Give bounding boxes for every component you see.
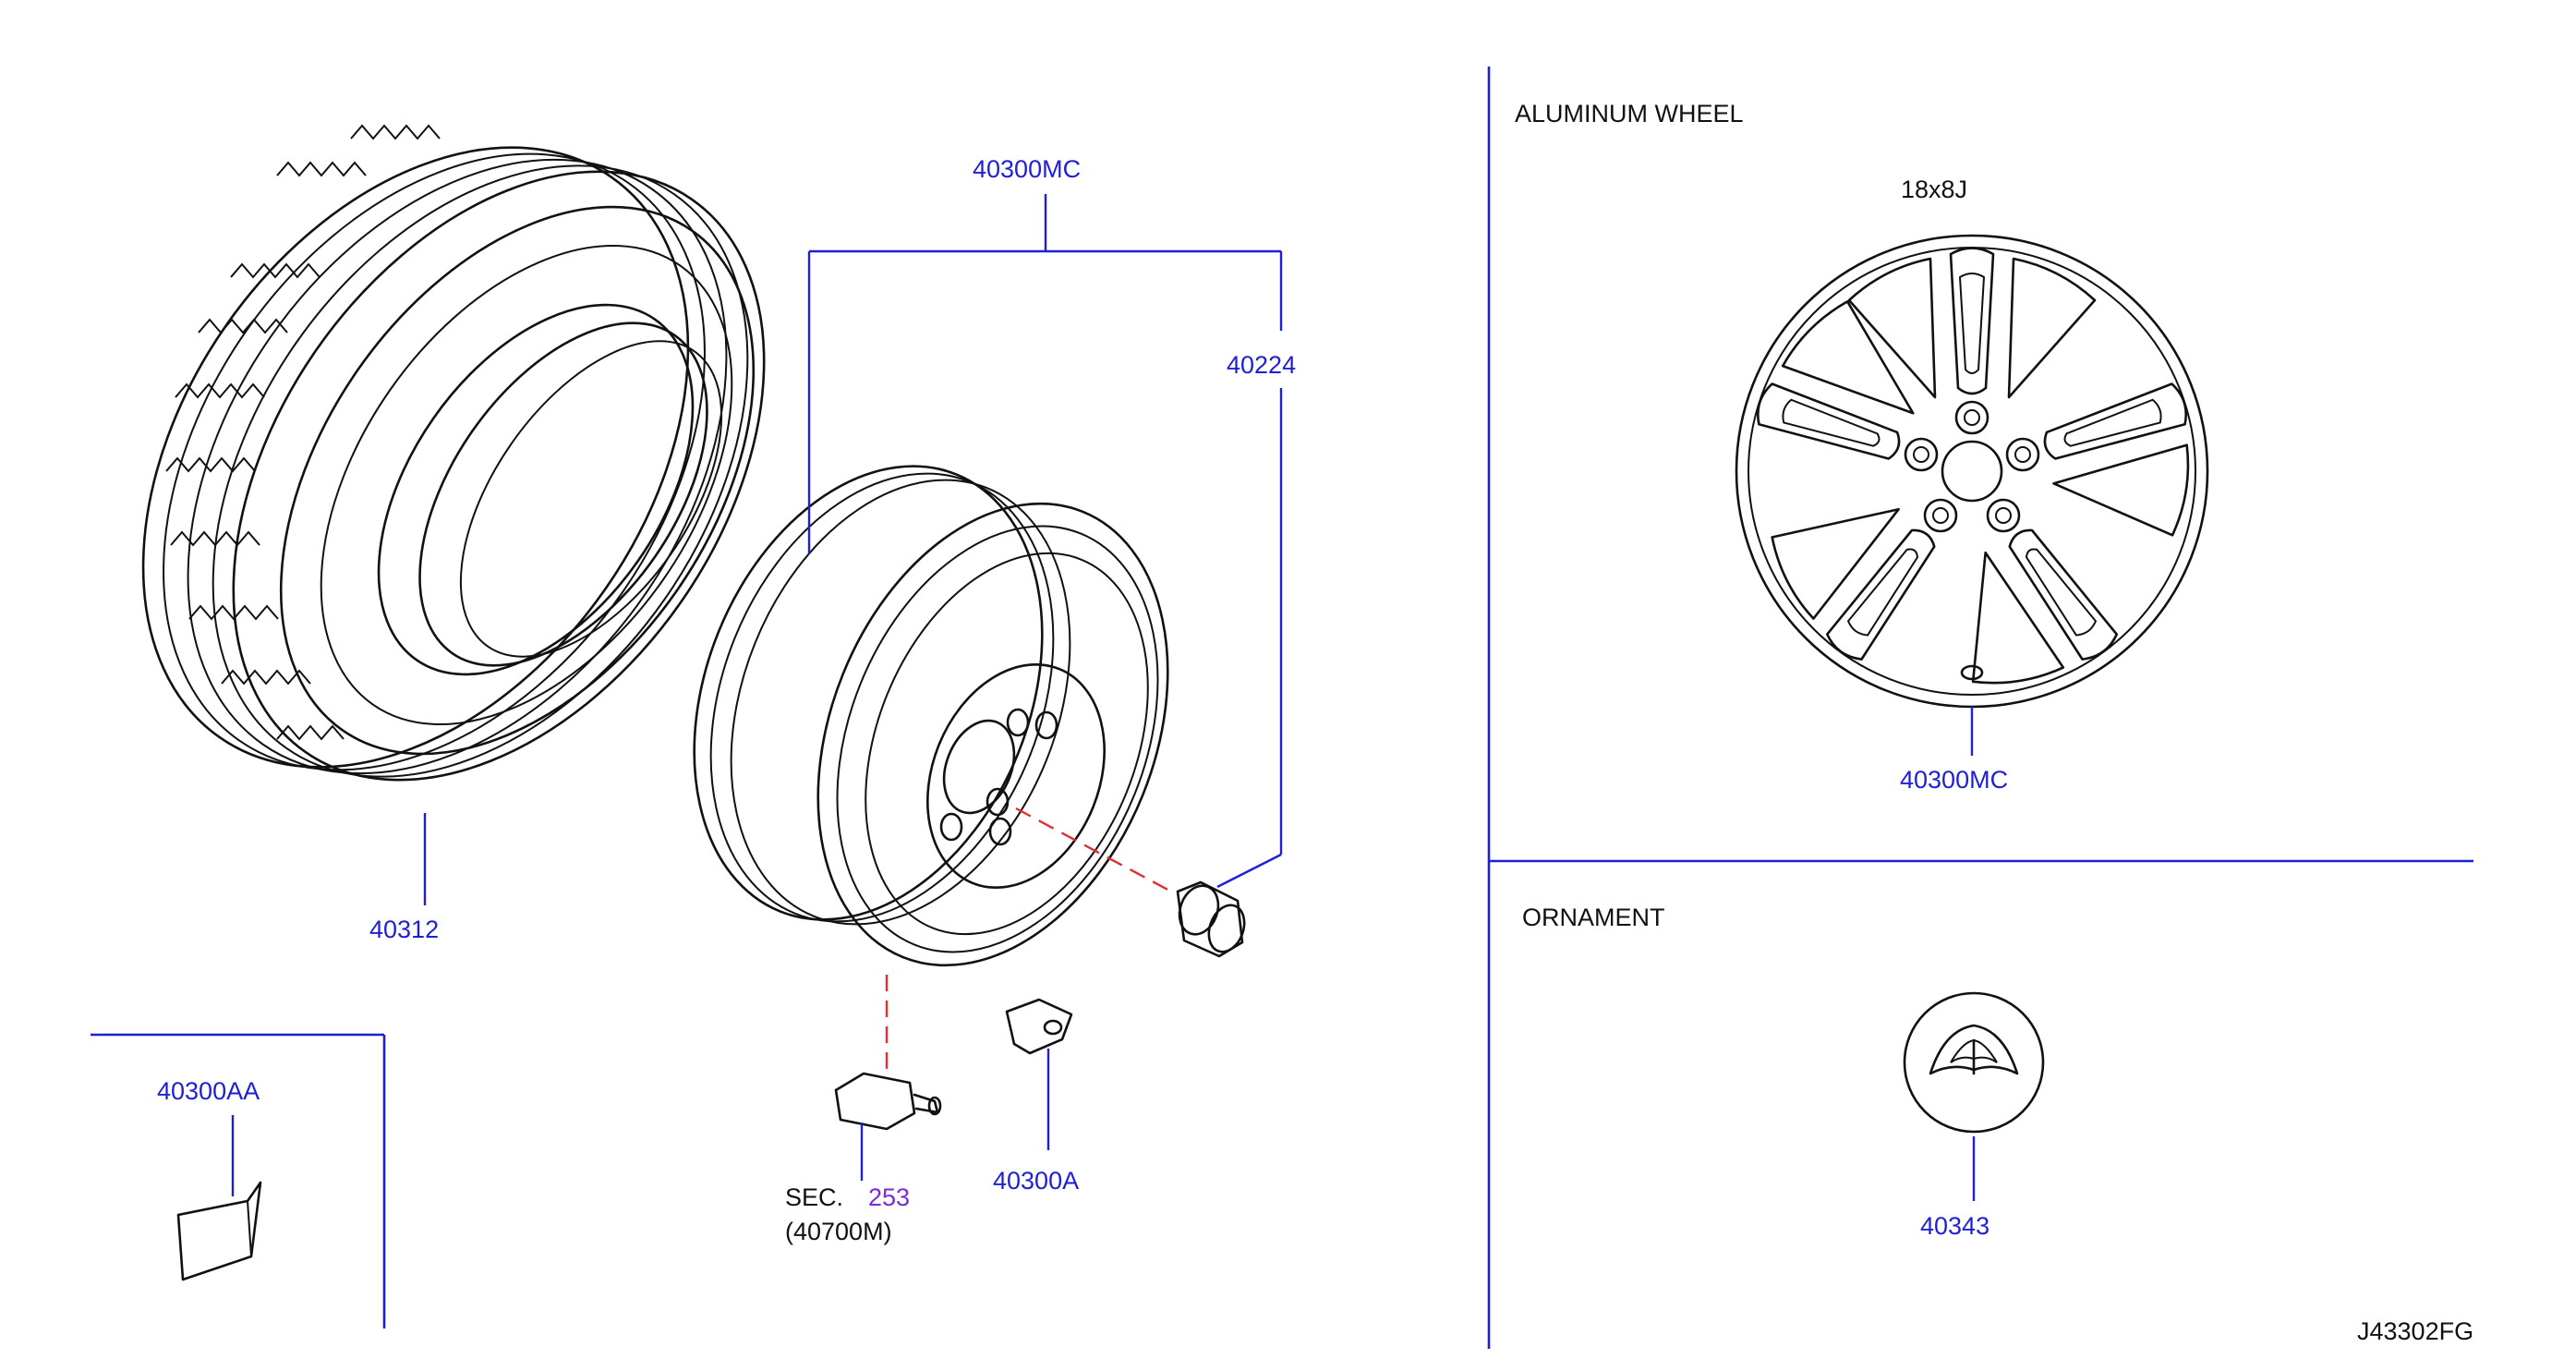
ornament-section-title: ORNAMENT xyxy=(1522,904,1665,931)
drawing-id: J43302FG xyxy=(2357,1317,2473,1345)
tire-part-number[interactable]: 40312 xyxy=(369,916,439,943)
ornament-drawing xyxy=(1903,991,2045,1134)
steel-wheel-drawing xyxy=(693,465,1169,967)
ornament-part-number[interactable]: 40343 xyxy=(1920,1212,1989,1240)
aluminum-wheel-drawing xyxy=(1735,234,2209,709)
tpms-sensor-drawing xyxy=(834,1072,942,1131)
sensor-part-number[interactable]: (40700M) xyxy=(785,1218,892,1245)
aluminum-wheel-part-number[interactable]: 40300MC xyxy=(1900,766,2008,794)
wheel-nut-part-number[interactable]: 40224 xyxy=(1227,351,1296,379)
balance-weight-aa-drawing xyxy=(176,1181,262,1281)
wheel-nut-dashed-leader xyxy=(1015,807,1172,893)
wheel-nut-leader xyxy=(1216,388,1283,889)
section-reference-link[interactable]: 253 xyxy=(868,1183,910,1211)
wheel-assembly-part-number[interactable]: 40300MC xyxy=(973,155,1081,183)
aluminum-wheel-size: 18x8J xyxy=(1901,176,1967,203)
wheel-nut-drawing xyxy=(1176,880,1246,958)
aluminum-wheel-section-title: ALUMINUM WHEEL xyxy=(1515,100,1744,127)
section-separators xyxy=(91,67,2473,1349)
wheel-assembly-bracket xyxy=(807,194,1283,554)
tire-drawing xyxy=(141,124,766,782)
infiniti-logo-icon xyxy=(1929,1024,2019,1075)
weight-a-part-number[interactable]: 40300A xyxy=(993,1167,1079,1195)
weight-aa-part-number[interactable]: 40300AA xyxy=(157,1077,260,1105)
section-reference-prefix: SEC. xyxy=(785,1183,843,1211)
balance-weight-a-drawing xyxy=(1005,998,1073,1055)
